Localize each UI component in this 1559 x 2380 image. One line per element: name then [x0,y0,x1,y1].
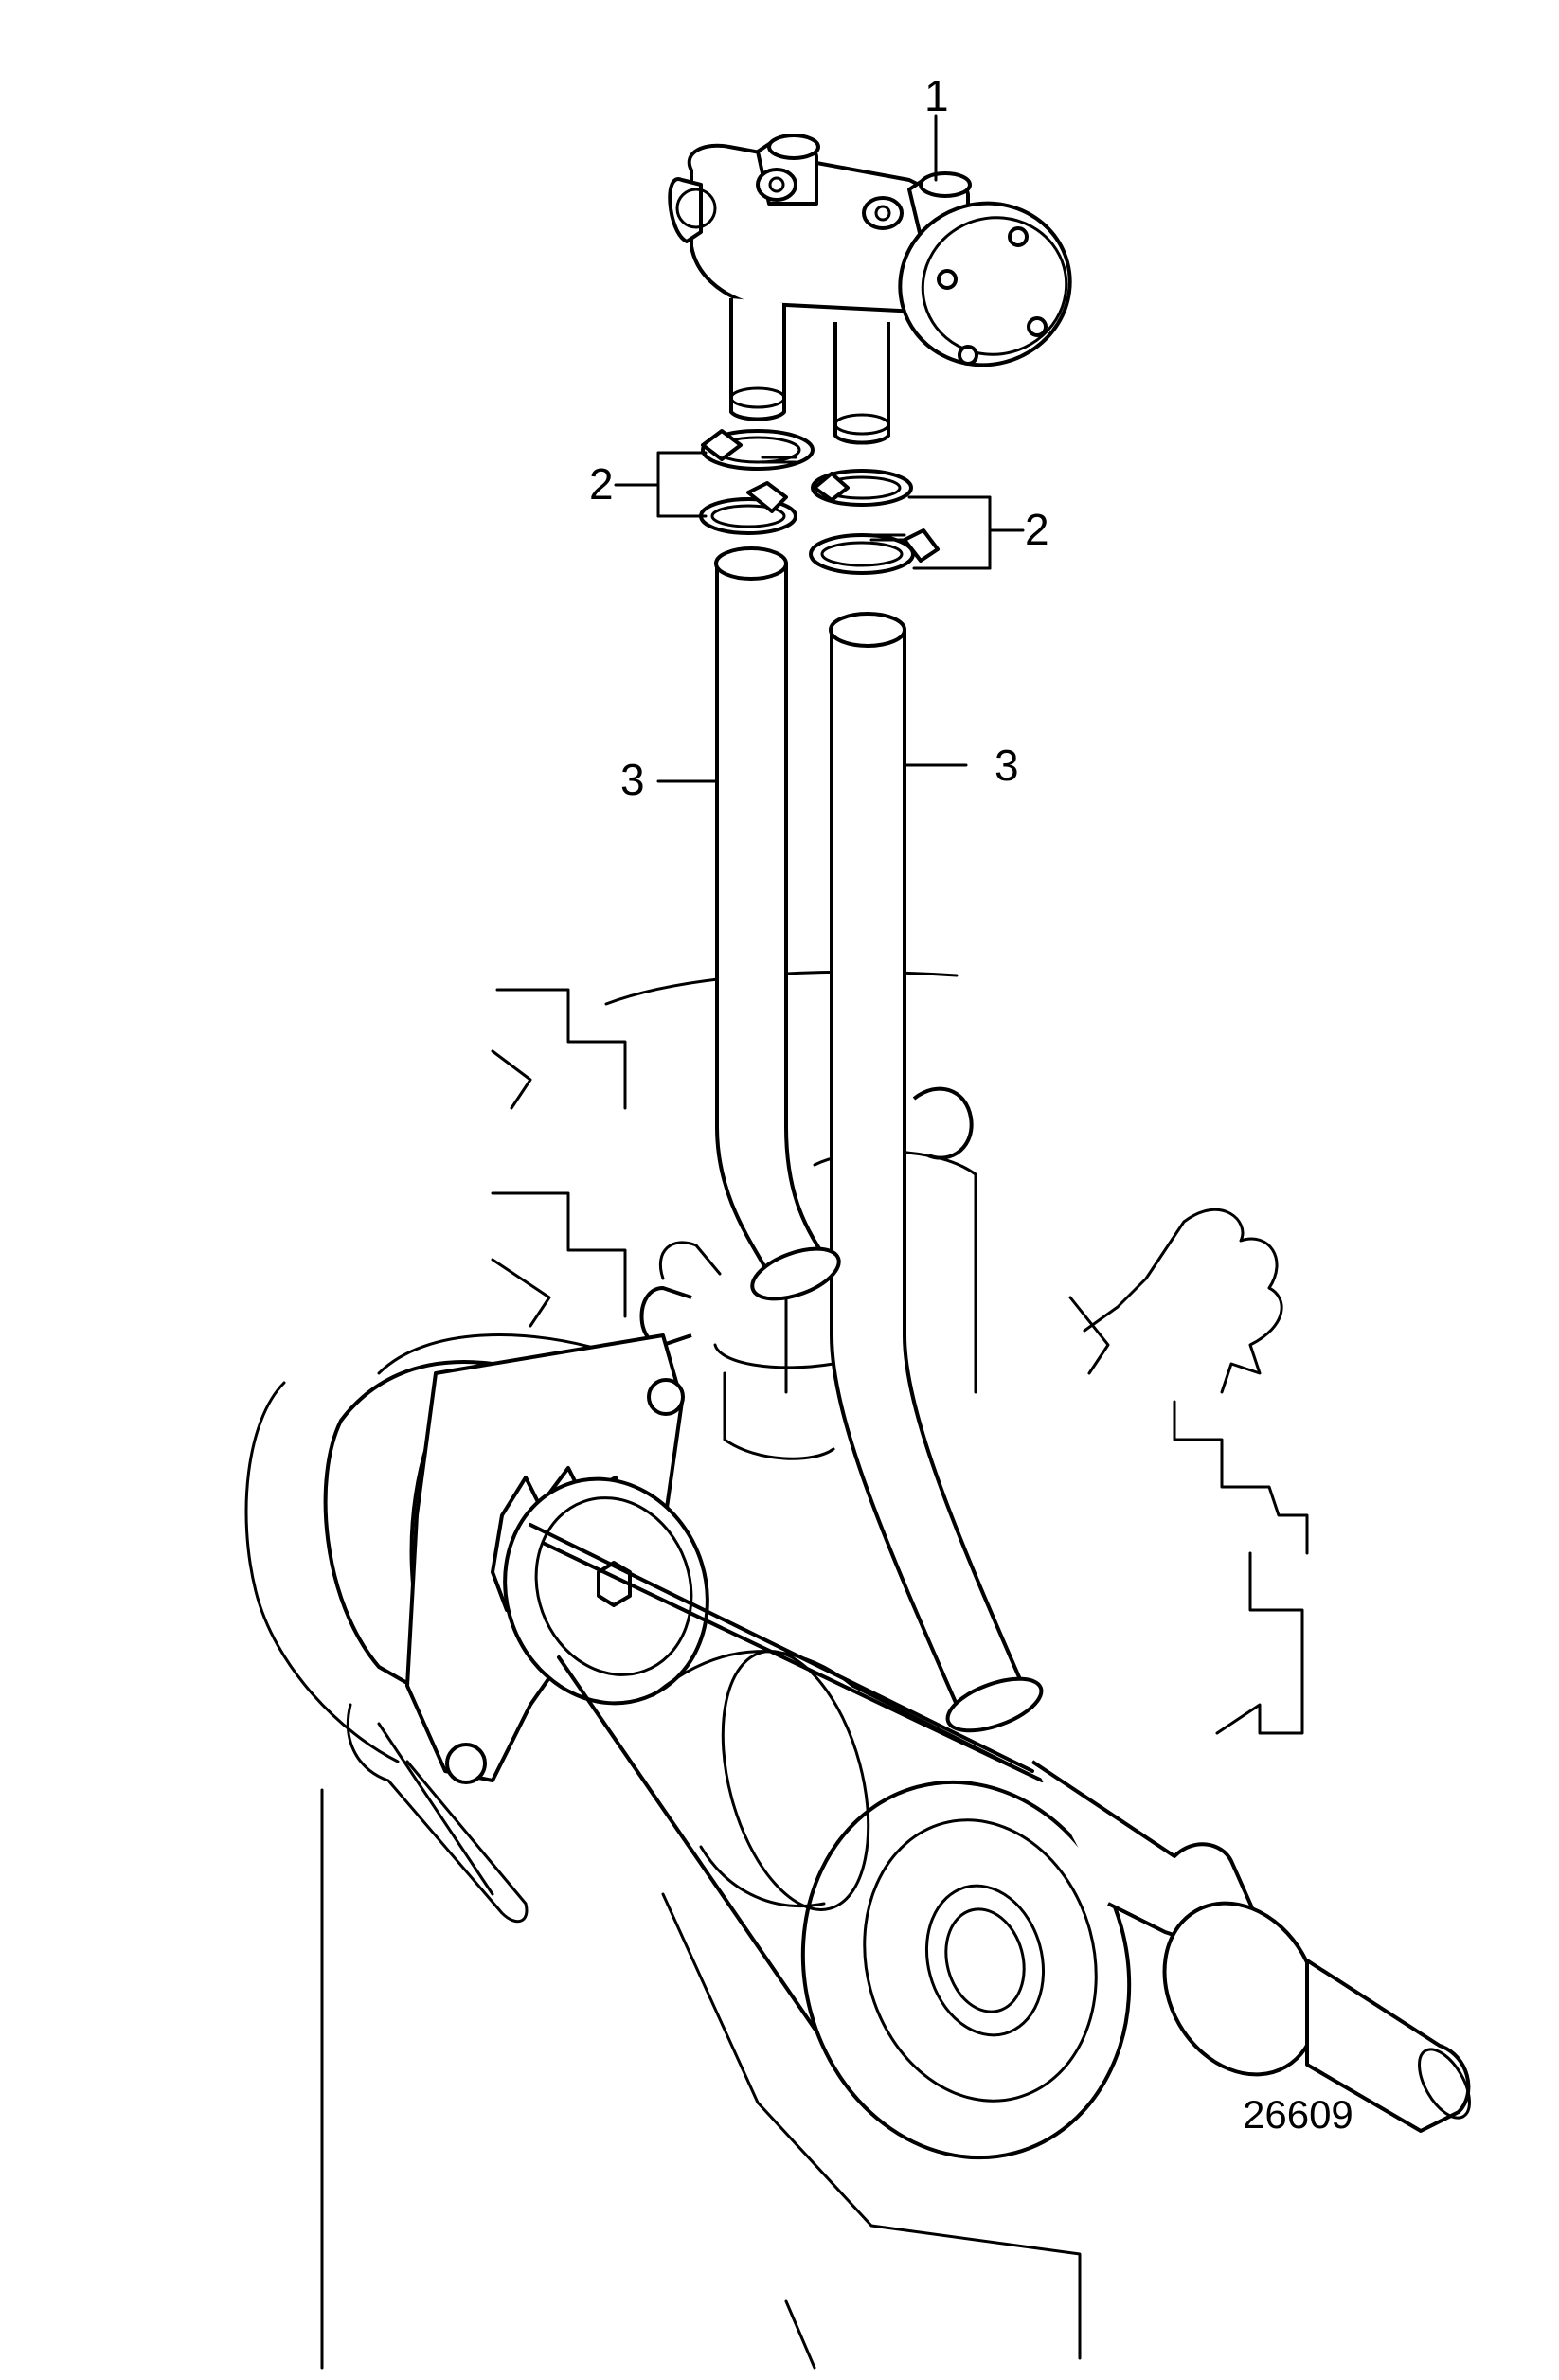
engine-right-outline [1068,1208,1309,1735]
callout-2-right: 2 [1025,505,1049,554]
outlet-elbow [1030,1760,1471,2133]
callout-leaders [614,114,1025,783]
callout-2-left: 2 [589,459,614,509]
sea-water-pump [668,134,1072,445]
figure-number: 26609 [1243,2092,1353,2137]
coolant-hoses [714,546,1044,1733]
callout-3-left: 3 [620,755,645,804]
callout-3-right: 3 [995,741,1019,790]
callout-1: 1 [924,71,949,120]
alternator-assembly [244,1333,1132,2160]
engine-base [320,1703,1082,2370]
